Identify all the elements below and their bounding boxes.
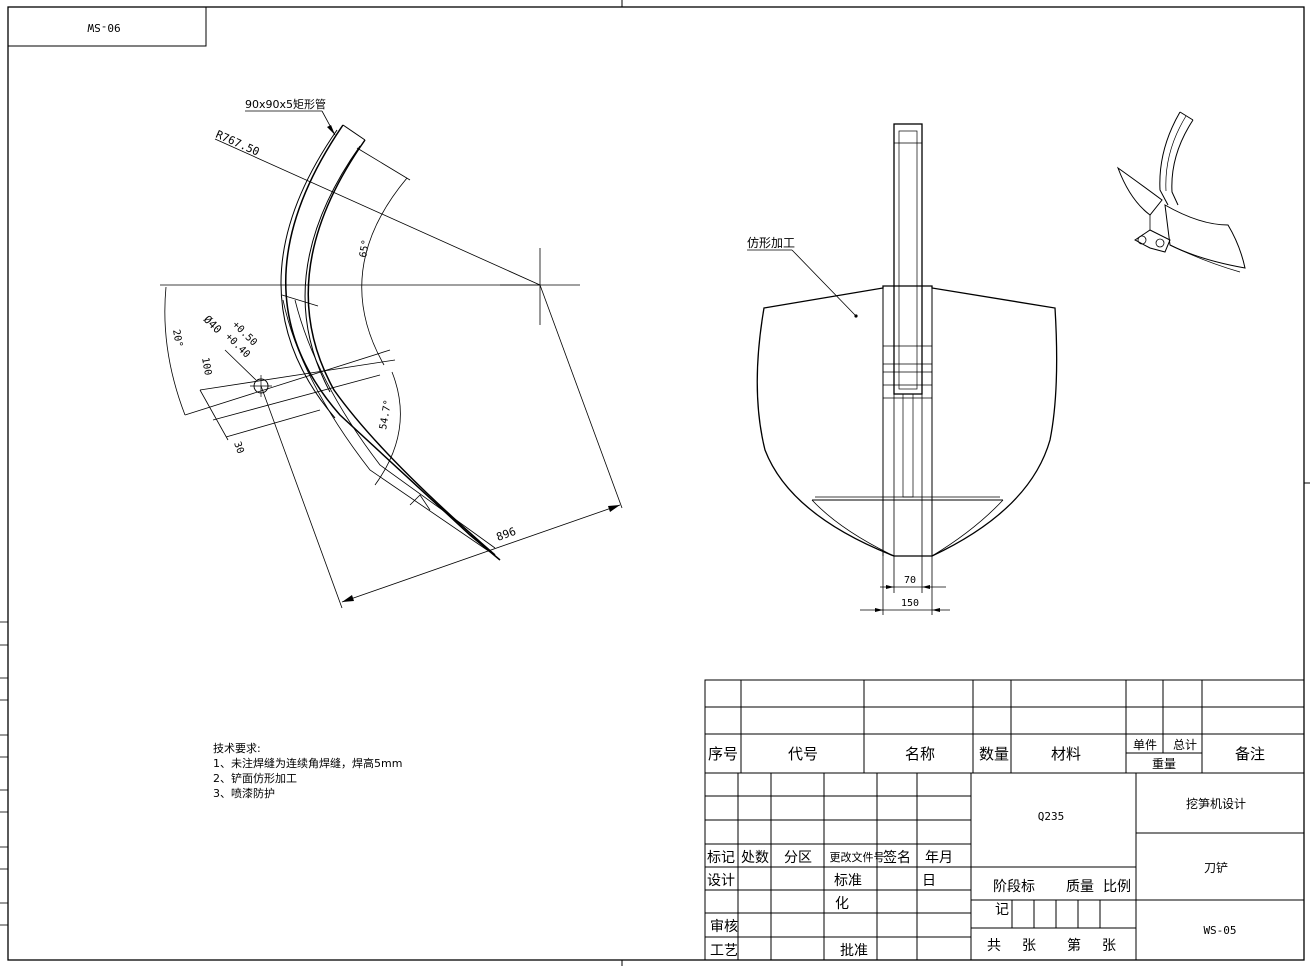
hdr-material: 材料 bbox=[1051, 745, 1081, 763]
cell-standard: 标准 bbox=[834, 873, 862, 889]
drawing-number: WS-05 bbox=[1203, 924, 1236, 937]
hdr-remark: 备注 bbox=[1235, 745, 1265, 763]
cell-zhang-1: 张 bbox=[1022, 938, 1036, 954]
cell-day: 日 bbox=[922, 873, 936, 889]
cell-zhang-2: 张 bbox=[1102, 938, 1116, 954]
hole-dia-label: Ø40 bbox=[201, 313, 224, 336]
angle-547-label: 54.7° bbox=[378, 399, 394, 431]
radius-label: R767.50 bbox=[214, 128, 262, 159]
cell-date: 年月 bbox=[925, 850, 953, 866]
cell-approve: 批准 bbox=[840, 943, 868, 959]
tech-line-1: 1、未注焊缝为连续角焊缝，焊高5mm bbox=[213, 756, 402, 770]
cell-process: 工艺 bbox=[710, 943, 738, 959]
dim-70-label: 70 bbox=[904, 575, 916, 586]
project-name: 挖笋机设计 bbox=[1186, 796, 1246, 811]
hdr-total: 总计 bbox=[1173, 738, 1197, 752]
hdr-code: 代号 bbox=[788, 745, 818, 763]
drawing-code-box: 90-SW bbox=[7, 6, 207, 47]
profile-note: 仿形加工 bbox=[747, 236, 795, 250]
side-view: 90x90x5矩形管 R767.50 65° 20° Ø40 +0.50 +0.… bbox=[160, 97, 623, 609]
cell-hua: 化 bbox=[835, 896, 849, 912]
cell-design: 设计 bbox=[707, 873, 735, 889]
part-name: 刀铲 bbox=[1204, 860, 1228, 875]
tech-title: 技术要求: bbox=[213, 742, 261, 755]
cell-stage-mark: 阶段标 bbox=[993, 879, 1035, 895]
cell-places: 处数 bbox=[741, 850, 769, 866]
title-block: 序号 代号 名称 数量 材料 单件 总计 重量 备注 bbox=[704, 679, 1305, 961]
cell-mass: 质量 bbox=[1066, 879, 1094, 895]
hdr-unit: 单件 bbox=[1133, 738, 1157, 752]
material-value: Q235 bbox=[1038, 810, 1065, 823]
cell-review: 审核 bbox=[710, 919, 738, 935]
tech-line-2: 2、铲面仿形加工 bbox=[213, 771, 297, 785]
cell-zone: 分区 bbox=[784, 850, 812, 866]
tube-spec-label: 90x90x5矩形管 bbox=[245, 97, 326, 111]
hdr-qty: 数量 bbox=[979, 745, 1009, 763]
angle-65-label: 65° bbox=[358, 239, 372, 259]
hdr-weight: 重量 bbox=[1152, 757, 1176, 771]
cell-ji: 记 bbox=[995, 902, 1009, 918]
technical-requirements: 技术要求: 1、未注焊缝为连续角焊缝，焊高5mm 2、铲面仿形加工 3、喷漆防护 bbox=[213, 742, 402, 800]
cell-sheet-no: 第 bbox=[1067, 937, 1081, 954]
tech-line-3: 3、喷漆防护 bbox=[213, 786, 275, 800]
cell-change-doc: 更改文件号 bbox=[830, 850, 885, 864]
cell-sign: 签名 bbox=[883, 849, 911, 866]
angle-20-label: 20° bbox=[170, 329, 184, 349]
dim-100-label: 100 bbox=[199, 357, 213, 377]
cell-mark: 标记 bbox=[707, 850, 735, 866]
dim-150-label: 150 bbox=[901, 598, 919, 609]
dim-896-label: 896 bbox=[495, 525, 518, 544]
drawing-code-rotated: 90-SW bbox=[87, 21, 120, 34]
isometric-view bbox=[1116, 111, 1246, 273]
cell-total-sheets: 共 bbox=[987, 938, 1001, 954]
cell-scale: 比例 bbox=[1103, 879, 1131, 895]
front-view: 仿形加工 70 150 bbox=[747, 123, 1058, 615]
hdr-name: 名称 bbox=[905, 745, 935, 763]
dim-30-label: 30 bbox=[231, 440, 245, 455]
hdr-seq: 序号 bbox=[708, 745, 738, 763]
